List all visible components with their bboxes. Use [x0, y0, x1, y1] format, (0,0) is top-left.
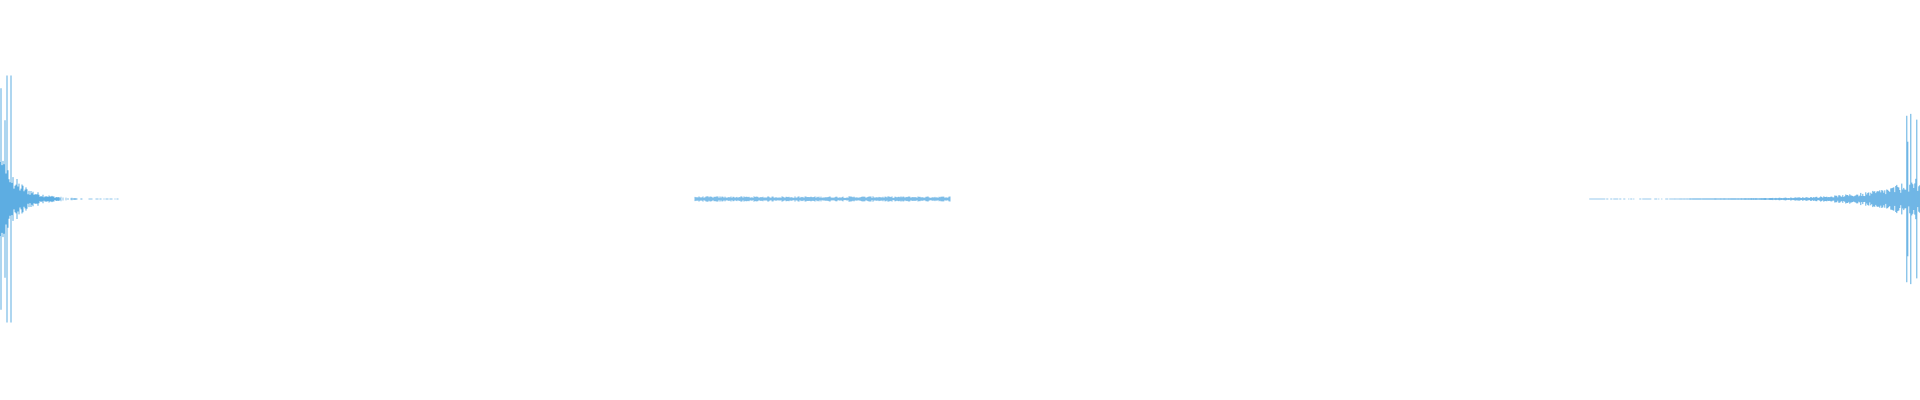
- waveform-bars: [0, 75, 1920, 323]
